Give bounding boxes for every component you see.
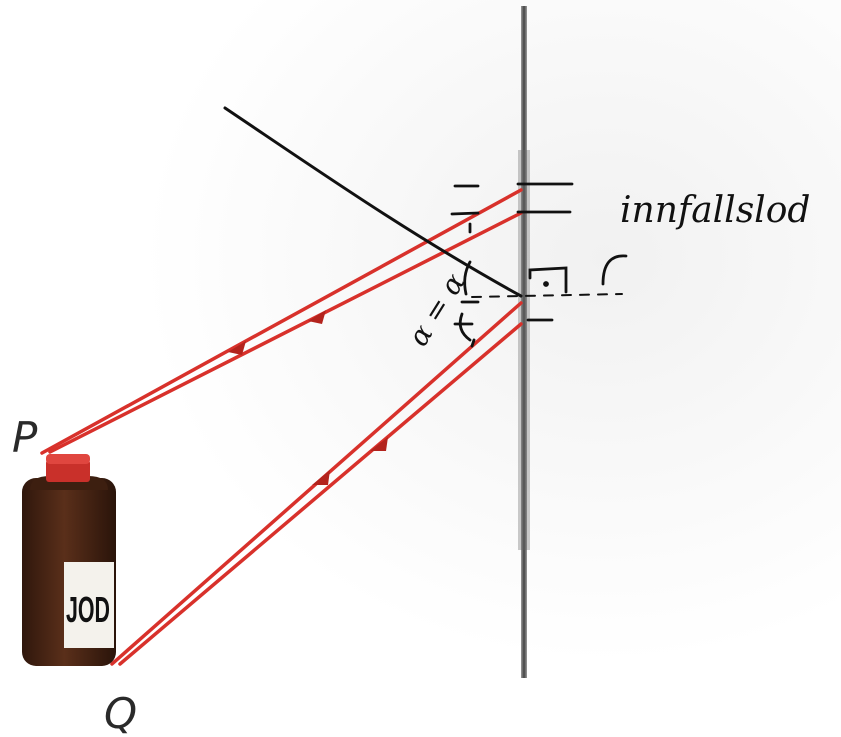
ray-direction-arrow-icon: [228, 341, 246, 355]
ray-q-lower: [118, 322, 523, 666]
ray-direction-arrow-icon: [312, 470, 330, 485]
normal-label: innfallslod: [620, 190, 810, 231]
right-angle-dot: [543, 281, 549, 287]
handwritten-annotations: [223, 106, 628, 348]
tick-mark: [470, 338, 476, 348]
ray-direction-arrow-icon: [370, 437, 388, 451]
mirror: [518, 6, 530, 678]
ray-p-upper: [40, 188, 523, 455]
angle-arc-upper: [463, 260, 472, 296]
point-p-label: P: [12, 413, 38, 462]
normal-line: [471, 293, 623, 298]
curve-mark: [601, 254, 628, 286]
right-angle-mark: [528, 266, 568, 294]
line-of-sight: [223, 106, 523, 298]
tick-mark: [450, 211, 480, 216]
bottle-label-text: JOD: [66, 589, 110, 630]
rays-from-p: [40, 188, 523, 455]
ray-direction-arrow-icon: [308, 310, 326, 324]
iodine-bottle-icon: JOD: [22, 454, 116, 666]
ray-p-lower: [48, 211, 523, 454]
point-q-label: Q: [104, 689, 137, 737]
angle-arc-lower: [458, 312, 472, 342]
